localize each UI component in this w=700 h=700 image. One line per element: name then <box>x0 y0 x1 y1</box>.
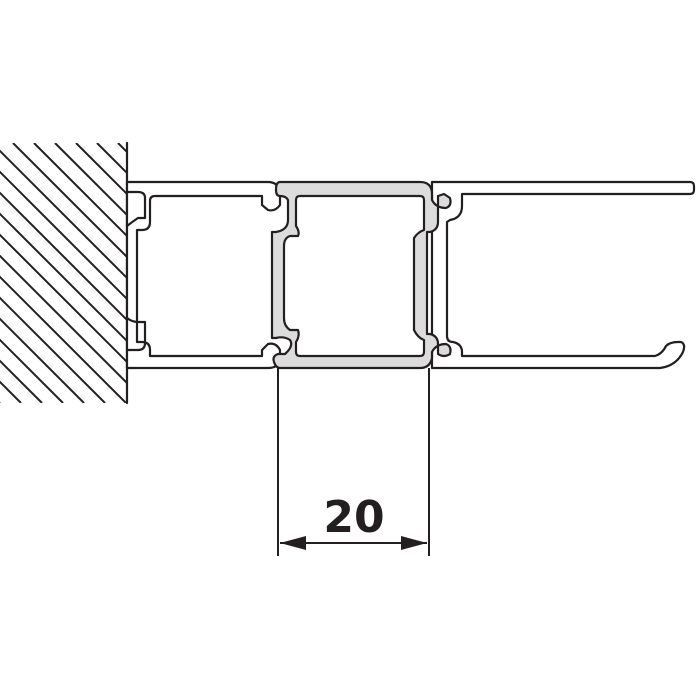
center-profile <box>270 180 452 370</box>
dimension-value: 20 <box>323 492 384 543</box>
dimension-arrow-right <box>401 536 427 550</box>
right-profile <box>430 180 696 370</box>
dimension-arrow-left <box>280 536 306 550</box>
wall-hatching <box>0 143 127 403</box>
left-profile <box>125 180 282 370</box>
